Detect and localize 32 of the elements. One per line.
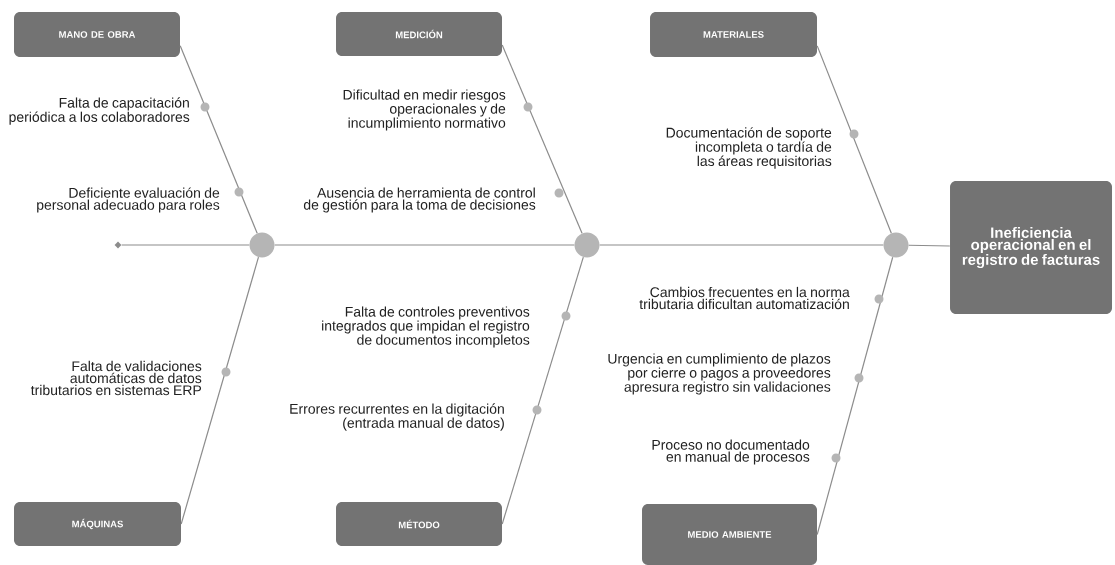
cause-text: Falta de controles preventivos integrados que impidan el registro de documentos incompletos [322,306,530,348]
cause-text: Errores recurrentes en la digitación (entrada manual de datos) [290,403,504,431]
category-box: MÁQUINAS [14,502,181,546]
junction-circle [883,232,909,258]
cause-text: Dificultad en medir riesgos operacionales y de incumplimiento normativo [343,89,506,131]
cause-text: Falta de capacitación periódica a los colaboradores [9,97,190,125]
cause-text: Proceso no documentado en manual de procesos [652,439,810,465]
cause-text: Falta de validaciones automáticas de datos tributarios en sistemas ERP [30,360,202,396]
effect-box: Ineficiencia operacional en el registro de facturas [950,181,1112,314]
junction-circle [249,232,275,258]
category-box: MEDICIÓN [336,12,502,56]
spine-line [274,244,575,246]
bone-line [816,45,892,234]
spine-line [121,244,250,246]
bone-line [816,256,894,536]
cause-text: Urgencia en cumplimiento de plazos por cierre o pagos a proveedores apresura registro sin validaciones [608,353,831,395]
category-box: MEDIO AMBIENTE [642,504,817,565]
bone-line [179,45,258,234]
bone-line [180,256,260,525]
category-box: MATERIALES [650,12,817,57]
cause-text: Ausencia de herramienta de control de gestión para la toma de decisiones [303,187,536,213]
spine-line [908,244,951,247]
cause-text: Cambios frecuentes en la norma tributaria dificultan automatización [639,286,850,310]
category-box: MÉTODO [336,502,502,546]
cause-text: Documentación de soporte incompleta o tardía de las áreas requisitorias [666,127,832,169]
bone-line [501,44,583,234]
junction-circle [574,232,600,258]
bone-line [501,256,584,525]
cause-text: Deficiente evaluación de personal adecuado para roles [37,187,220,213]
spine-line [599,244,884,246]
category-box: MANO DE OBRA [14,12,180,57]
tail-diamond [114,241,122,249]
